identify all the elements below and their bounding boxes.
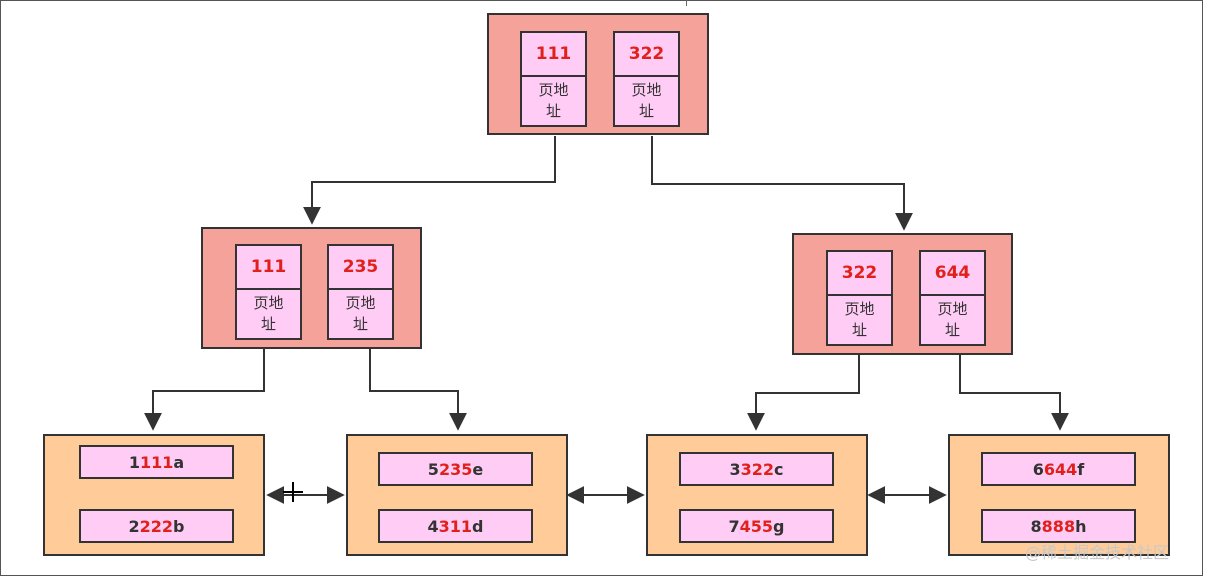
mid-right-entry-2-addr: 页地址 [937,300,968,339]
mid-right-entry-2: 644 页地址 [919,250,986,346]
edge-mid-right-to-leaf-4 [959,354,1069,431]
edge-mid-left-to-leaf-2 [369,348,467,431]
mid-right-node: 322 页地址 644 页地址 [792,233,1013,355]
root-node: 111 页地址 322 页地址 [487,13,709,135]
mid-left-entry-1-key: 111 [237,246,300,290]
mid-left-entry-2: 235 页地址 [327,244,394,340]
root-entry-2: 322 页地址 [613,31,680,127]
mid-right-entry-1: 322 页地址 [826,250,893,346]
mid-right-entry-2-key: 644 [921,252,984,296]
root-entry-1-key: 111 [522,33,585,77]
mid-left-entry-2-key: 235 [329,246,392,290]
edge-mid-left-to-leaf-1 [144,348,265,431]
mid-left-node: 111 页地址 235 页地址 [201,227,422,349]
root-entry-1: 111 页地址 [520,31,587,127]
mid-right-entry-1-addr: 页地址 [844,300,875,339]
watermark: @稀土掘金技术社区 [1025,543,1170,562]
root-entry-1-addr: 页地址 [538,81,569,120]
mid-right-entry-1-key: 322 [828,252,891,296]
edge-root-to-mid-right [651,136,913,231]
root-entry-2-key: 322 [615,33,678,77]
mid-left-entry-2-addr: 页地址 [345,294,376,333]
edge-mid-right-to-leaf-3 [747,354,860,431]
edge-root-to-mid-left [303,136,556,225]
crosshair-cursor-icon [283,482,303,502]
top-tick-mark [686,0,687,6]
mid-left-entry-1-addr: 页地址 [253,294,284,333]
mid-left-entry-1: 111 页地址 [235,244,302,340]
root-entry-2-addr: 页地址 [631,81,662,120]
